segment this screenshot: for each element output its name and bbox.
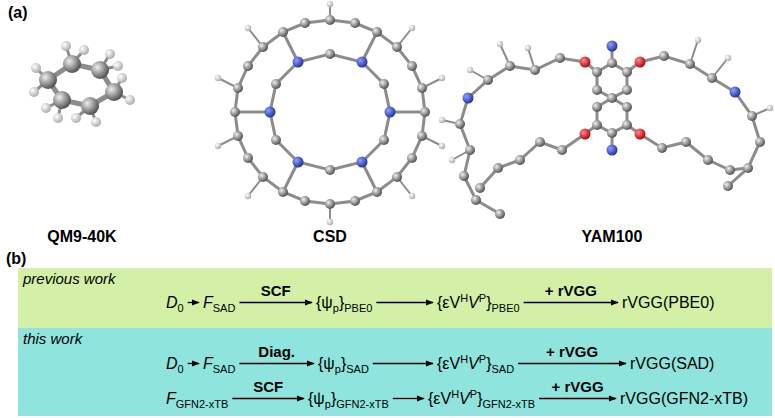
formula-part: }	[331, 390, 336, 407]
formula-part: p	[333, 302, 339, 314]
work-band: previous workD0FSAD{ψp}PBE0{εVHVP}PBE0rV…	[18, 268, 772, 328]
formula-part: rVGG(GFN2-xTB)	[620, 390, 748, 407]
work-band: this workD0FSAD{ψp}SAD{εVHVP}SADrVGG(SAD…	[18, 328, 772, 416]
flow-item: {ψp}GFN2-xTB	[308, 389, 389, 410]
formula-part: rVGG(PBE0)	[622, 294, 714, 311]
panel-label: (a)	[8, 4, 28, 22]
flow-item: rVGG(SAD)	[630, 354, 714, 374]
flow-item: {εVHVP}SAD	[437, 354, 514, 375]
qm9-atoms	[29, 41, 135, 127]
edge-label: Diag.	[258, 343, 295, 360]
formula-part: {ψ	[308, 390, 325, 407]
formula-part: P	[470, 388, 477, 400]
formula-part: PBE0	[491, 302, 519, 314]
yam100-atoms	[439, 37, 773, 219]
flow-item: D0	[166, 354, 184, 375]
formula-part: p	[325, 398, 331, 410]
formula-part: V	[468, 294, 479, 311]
formula-part: }	[486, 294, 491, 311]
formula-part: }	[341, 355, 346, 372]
formula-part: P	[479, 292, 486, 304]
formula-part: P	[479, 353, 486, 365]
flow-item: D0	[166, 293, 184, 314]
flow-item: {ψp}PBE0	[316, 293, 372, 314]
formula-part: D	[166, 294, 178, 311]
panel-label: (b)	[6, 250, 26, 268]
edge-label: + rVGG	[546, 343, 598, 360]
flow-item: {εVHVP}GFN2-xTB	[428, 389, 535, 410]
formula-part: GFN2-xTB	[336, 398, 389, 410]
formula-part: {εV	[437, 294, 460, 311]
csd-molecule	[218, 4, 442, 222]
flow-item: rVGG(PBE0)	[622, 293, 714, 313]
flow-item: FSAD	[203, 354, 235, 375]
csd-atoms	[215, 1, 445, 225]
formula-part: {ψ	[318, 355, 335, 372]
formula-part: rVGG(SAD)	[630, 355, 714, 372]
edge-label: + rVGG	[551, 378, 603, 395]
flow-item: FSAD	[203, 293, 235, 314]
flow-item: FGFN2-xTB	[166, 389, 228, 410]
flow-item: rVGG(GFN2-xTB)	[620, 389, 748, 409]
flow-item: {ψp}SAD	[318, 354, 369, 375]
formula-part: F	[203, 355, 213, 372]
formula-part: }	[486, 355, 491, 372]
formula-part: H	[460, 292, 468, 304]
qm9-molecule	[34, 46, 130, 122]
band-title: this work	[23, 330, 82, 347]
formula-part: GFN2-xTB	[482, 398, 535, 410]
formula-part: V	[459, 390, 470, 407]
formula-part: GFN2-xTB	[176, 398, 229, 410]
formula-part: {ψ	[316, 294, 333, 311]
edge-label: + rVGG	[545, 282, 597, 299]
molecule-name: QM9-40K	[47, 228, 116, 246]
formula-part: 0	[178, 363, 184, 375]
formula-part: SAD	[346, 363, 369, 375]
formula-part: H	[451, 388, 459, 400]
formula-part: 0	[178, 302, 184, 314]
edge-label: SCF	[253, 378, 283, 395]
flow-item: {εVHVP}PBE0	[437, 293, 520, 314]
formula-part: H	[460, 353, 468, 365]
formula-part: SAD	[491, 363, 514, 375]
formula-part: {εV	[437, 355, 460, 372]
formula-part: }	[339, 294, 344, 311]
molecule-name: CSD	[313, 228, 347, 246]
formula-part: SAD	[213, 363, 236, 375]
edge-label: SCF	[261, 282, 291, 299]
formula-part: V	[468, 355, 479, 372]
formula-part: }	[477, 390, 482, 407]
formula-part: {εV	[428, 390, 451, 407]
formula-part: D	[166, 355, 178, 372]
band-title: previous work	[23, 270, 116, 287]
formula-part: PBE0	[344, 302, 372, 314]
formula-part: p	[335, 363, 341, 375]
yam100-molecule	[442, 40, 770, 214]
formula-part: F	[166, 390, 176, 407]
molecule-name: YAM100	[582, 228, 643, 246]
formula-part: SAD	[213, 302, 236, 314]
formula-part: F	[203, 294, 213, 311]
